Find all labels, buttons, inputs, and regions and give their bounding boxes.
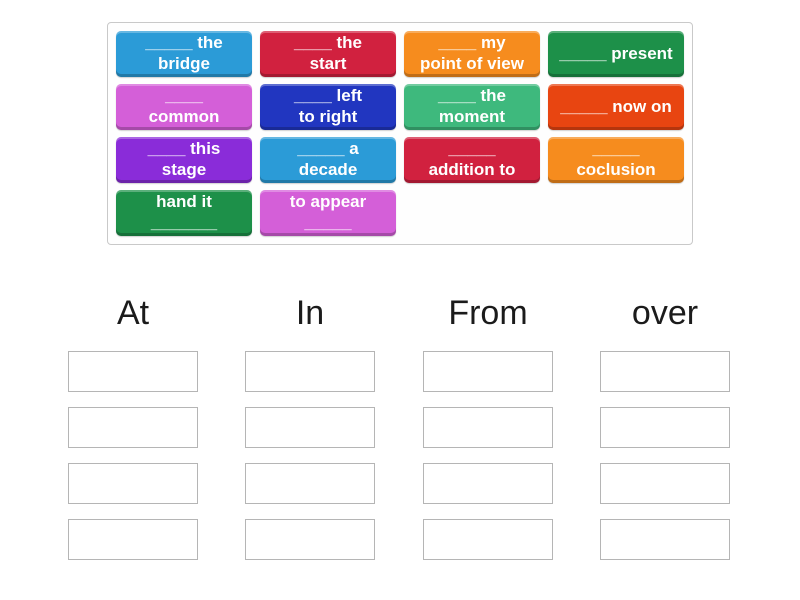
drop-slot[interactable] (245, 519, 375, 560)
word-tile[interactable]: ____ left to right (260, 84, 396, 130)
drop-slot[interactable] (423, 351, 553, 392)
word-tile[interactable]: _____ present (548, 31, 684, 77)
word-tile[interactable]: ____ the start (260, 31, 396, 77)
drop-slot[interactable] (245, 351, 375, 392)
word-tile[interactable]: _____ coclusion (548, 137, 684, 183)
drop-slot[interactable] (423, 407, 553, 448)
category-column-from: From (423, 292, 553, 575)
category-header: From (448, 294, 528, 332)
category-column-over: over (600, 292, 730, 575)
drop-slot[interactable] (600, 463, 730, 504)
drop-slot[interactable] (600, 519, 730, 560)
drop-slot[interactable] (68, 407, 198, 448)
word-tile[interactable]: ____ common (116, 84, 252, 130)
word-tile[interactable]: ____ this stage (116, 137, 252, 183)
category-header: In (295, 294, 325, 332)
category-header: At (116, 294, 150, 332)
drop-slot[interactable] (600, 351, 730, 392)
word-tile[interactable]: hand it _______ (116, 190, 252, 236)
drop-slot[interactable] (423, 463, 553, 504)
drop-slot[interactable] (68, 463, 198, 504)
word-tile[interactable]: ____ my point of view (404, 31, 540, 77)
word-tile[interactable]: _____ now on (548, 84, 684, 130)
drop-slot[interactable] (68, 351, 198, 392)
drop-slot[interactable] (245, 407, 375, 448)
drop-slot[interactable] (68, 519, 198, 560)
word-tile[interactable]: to appear _____ (260, 190, 396, 236)
word-tile[interactable]: _____ the bridge (116, 31, 252, 77)
drop-slot[interactable] (423, 519, 553, 560)
category-column-in: In (245, 292, 375, 575)
category-header: over (631, 294, 699, 332)
word-tile[interactable]: ____ the moment (404, 84, 540, 130)
drop-slot[interactable] (245, 463, 375, 504)
word-tile-tray: _____ the bridge ____ the start ____ my … (107, 22, 693, 245)
drop-slot[interactable] (600, 407, 730, 448)
category-column-at: At (68, 292, 198, 575)
word-tile[interactable]: _____ addition to (404, 137, 540, 183)
word-tile[interactable]: _____ a decade (260, 137, 396, 183)
